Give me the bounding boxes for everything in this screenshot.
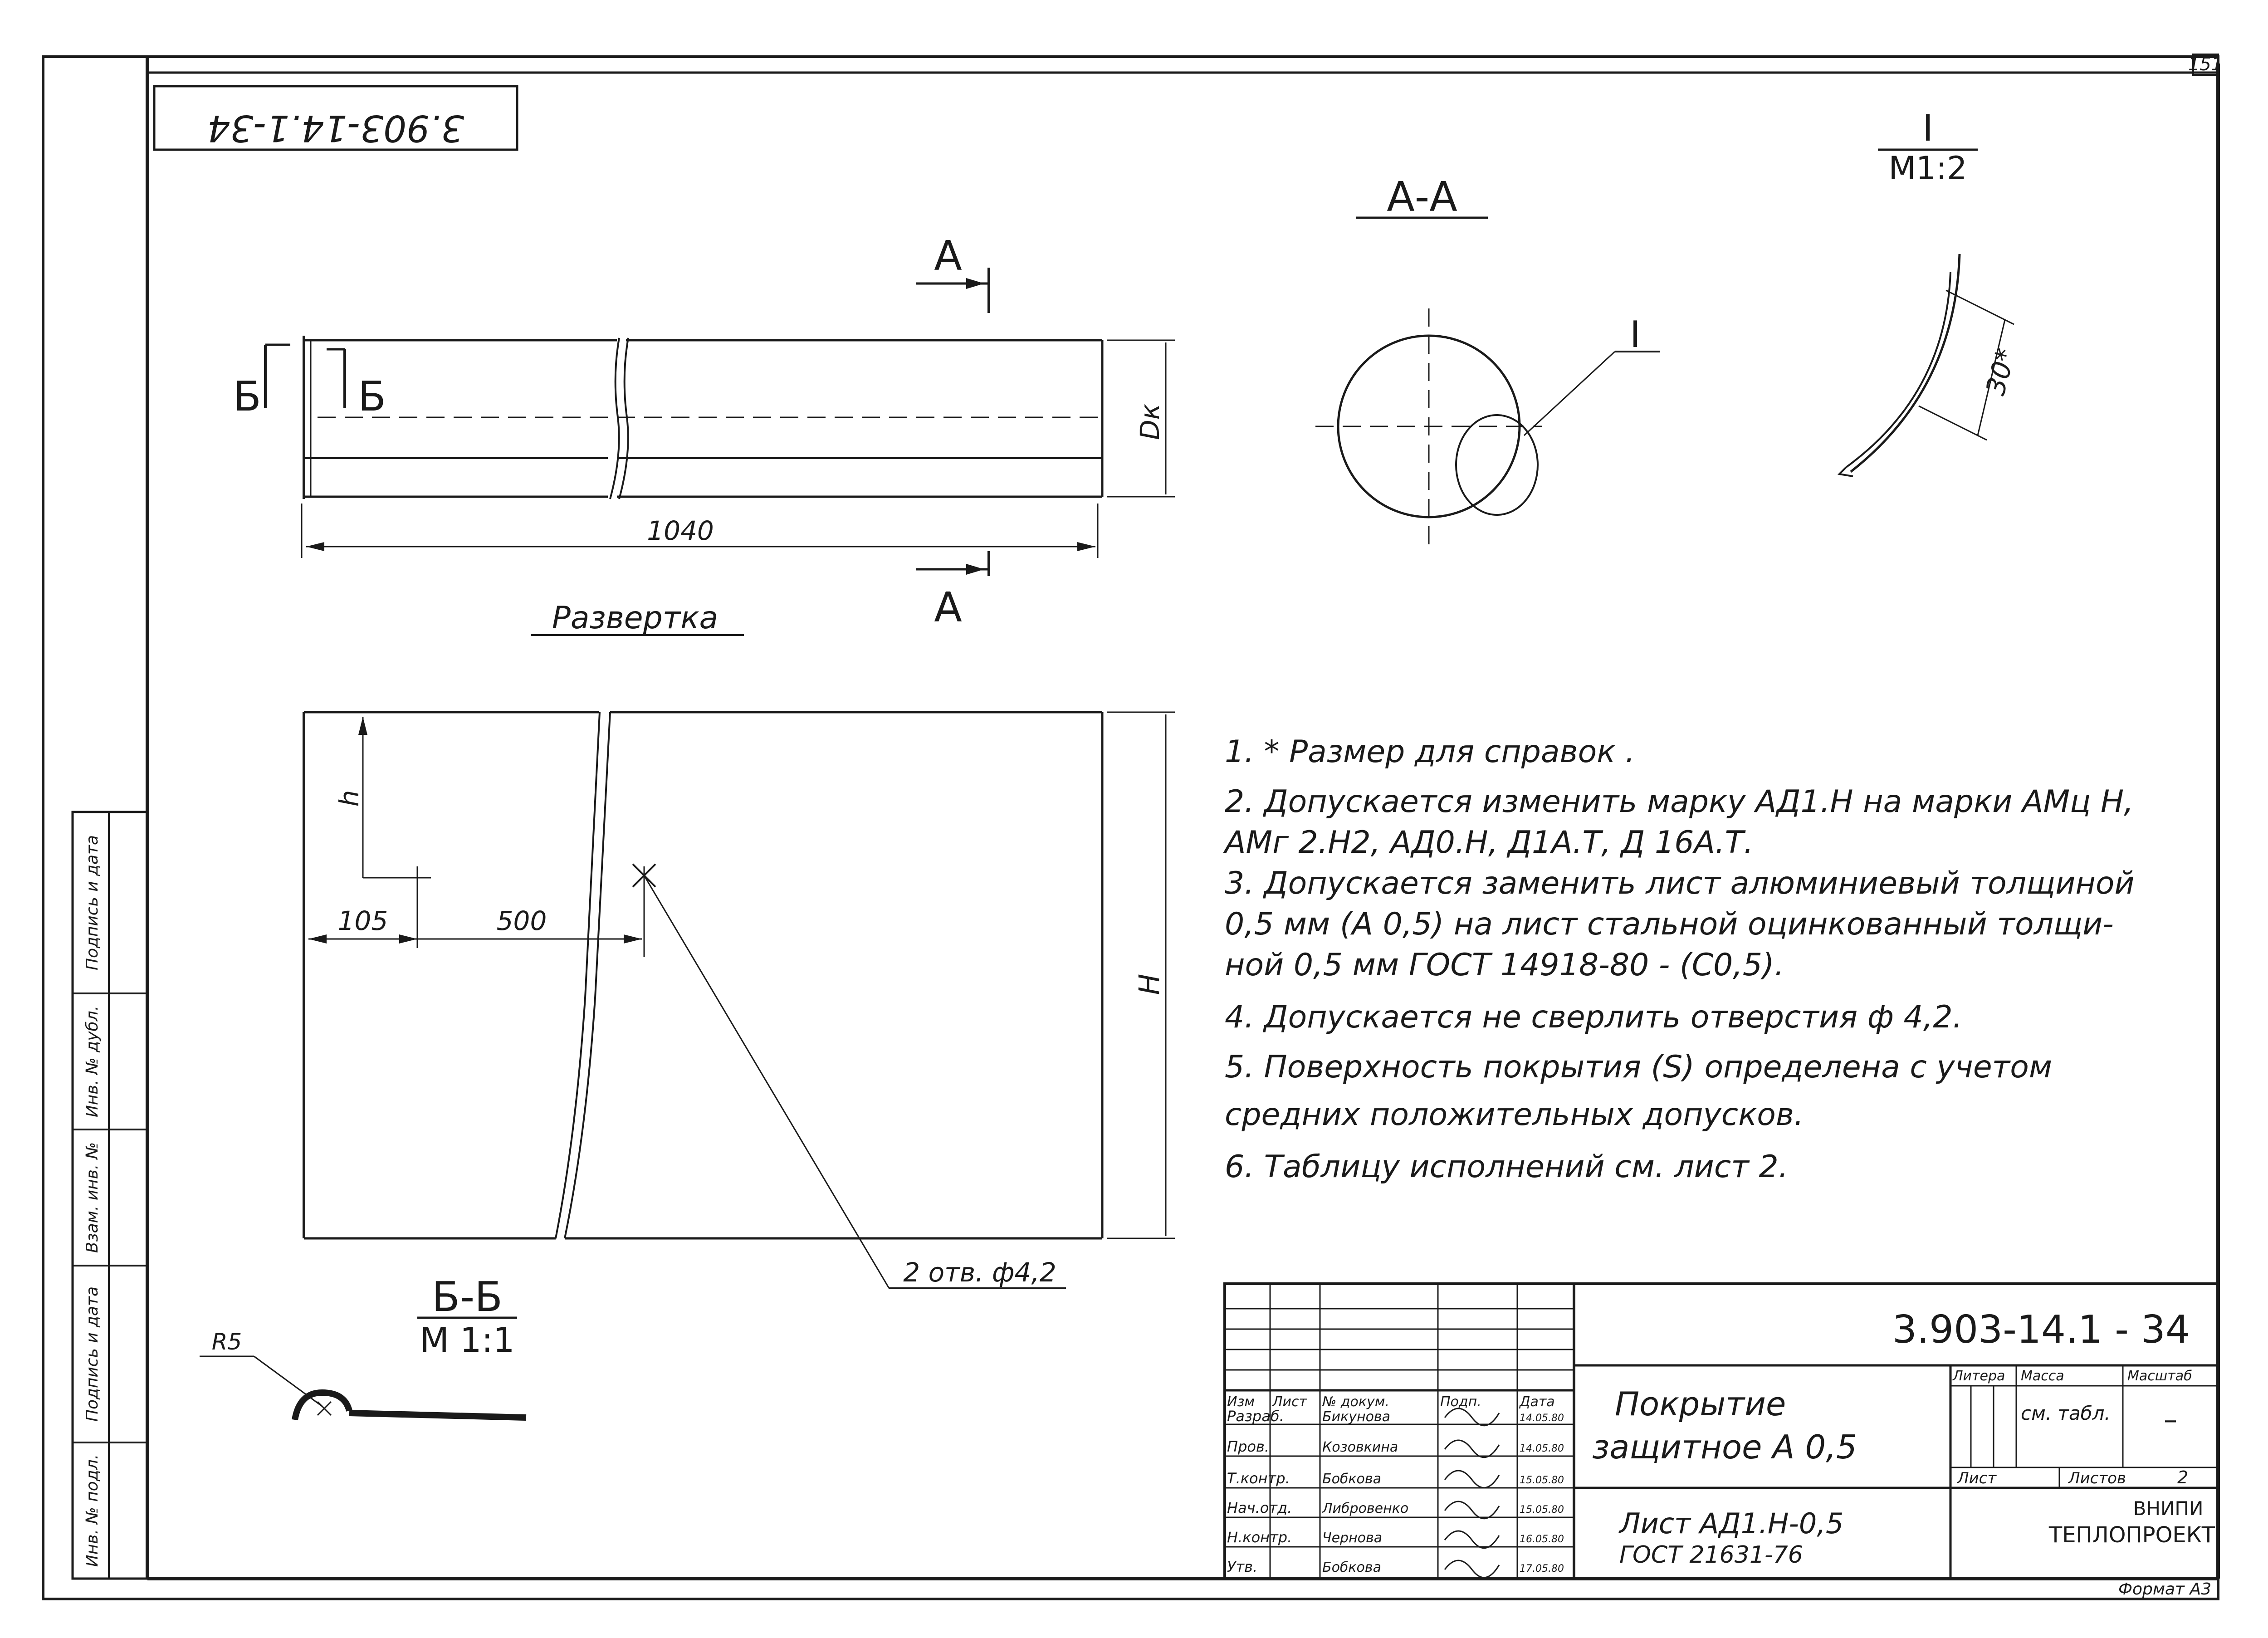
signer-name: Бобкова <box>1322 1560 1381 1575</box>
note-line: средних положительных допусков. <box>1225 1097 1804 1133</box>
col-header-sign: Подп. <box>1440 1394 1481 1410</box>
role-label: Т.контр. <box>1227 1470 1290 1487</box>
note-line: 1. * Размер для справок . <box>1225 734 1635 770</box>
note-line: 3. Допускается заменить лист алюминиевый… <box>1225 865 2135 901</box>
note-line: 5. Поверхность покрытия (S) определена с… <box>1225 1049 2052 1085</box>
dim-diameter-dk: Dк <box>1134 404 1165 440</box>
scale-label: Масштаб <box>2127 1368 2192 1384</box>
dim-h-small: h <box>334 790 365 807</box>
title-block-doc-code: 3.903-14.1 - 34 <box>1892 1307 2190 1352</box>
role-label: Н.контр. <box>1227 1529 1292 1546</box>
mass-label: Масса <box>2021 1368 2064 1384</box>
dim-H: H <box>1133 974 1166 995</box>
role-label: Разраб. <box>1227 1408 1284 1425</box>
signer-name: Козовкина <box>1322 1439 1398 1455</box>
material-line1: Лист АД1.Н-0,5 <box>1618 1507 1843 1540</box>
section-aa-view <box>1315 216 1660 544</box>
col-header-date: Дата <box>1519 1394 1555 1410</box>
left-margin-strip <box>71 811 149 1580</box>
dim-length-1040: 1040 <box>647 515 714 546</box>
sign-date: 17.05.80 <box>1520 1563 1564 1574</box>
sign-date: 15.05.80 <box>1520 1475 1564 1486</box>
signer-name: Бикунова <box>1322 1409 1390 1425</box>
section-a-bottom-label: А <box>934 584 962 631</box>
litera-label: Литера <box>1952 1368 2005 1384</box>
org-line1: ВНИПИ <box>2133 1497 2204 1520</box>
role-label: Пров. <box>1227 1438 1269 1455</box>
notes-block: 1. * Размер для справок . 2. Допускается… <box>1223 734 2135 1185</box>
margin-label-sign-date-1: Подпись и дата <box>83 1286 102 1422</box>
col-header-doc: № докум. <box>1321 1394 1389 1410</box>
unfold-caption: Развертка <box>552 600 718 636</box>
material-line2: ГОСТ 21631-76 <box>1619 1541 1803 1569</box>
note-line: 2. Допускается изменить марку АД1.Н на м… <box>1225 784 2134 820</box>
holes-label: 2 отв. ф4,2 <box>903 1257 1056 1288</box>
product-title-line2: защитное А 0,5 <box>1592 1428 1857 1466</box>
note-line: 6. Таблицу исполнений см. лист 2. <box>1225 1149 1788 1185</box>
section-b-right-label: Б <box>358 373 386 421</box>
sign-date: 14.05.80 <box>1520 1443 1564 1454</box>
doc-code-rotated: 3.903-14.1-34 <box>207 107 464 149</box>
signer-name: Либровенко <box>1322 1501 1408 1516</box>
signature-marks <box>1444 1408 1500 1579</box>
sheet-frame <box>42 54 2220 1600</box>
sign-date: 16.05.80 <box>1520 1534 1564 1545</box>
section-a-top-label: А <box>934 232 962 280</box>
section-b-left-label: Б <box>233 373 261 421</box>
margin-label-inv-podl: Инв. № подл. <box>83 1454 102 1567</box>
note-line: 4. Допускается не сверлить отверстия ф 4… <box>1225 999 1962 1035</box>
margin-label-sign-date-2: Подпись и дата <box>83 835 102 970</box>
detail-i-view <box>1837 148 2014 477</box>
signer-name: Чернова <box>1322 1530 1382 1546</box>
signature-rows: Разраб. Бикунова 14.05.80 Пров. Козовкин… <box>1227 1408 1564 1575</box>
doc-code-rotated-box: 3.903-14.1-34 <box>153 85 518 151</box>
detail-i-title: I <box>1922 107 1933 149</box>
note-line: ной 0,5 мм ГОСТ 14918-80 - (С0,5). <box>1225 947 1784 983</box>
sign-date: 14.05.80 <box>1520 1413 1564 1424</box>
section-bb-title: Б-Б <box>432 1273 503 1321</box>
section-aa-callout: I <box>1630 313 1641 356</box>
note-line: АМг 2.Н2, АД0.Н, Д1А.Т, Д 16А.Т. <box>1223 825 1754 861</box>
org-line2: ТЕПЛОПРОЕКТ <box>2048 1522 2215 1548</box>
format-label: Формат А3 <box>2118 1580 2211 1599</box>
sign-date: 15.05.80 <box>1520 1504 1564 1516</box>
dim-105: 105 <box>338 905 388 936</box>
role-label: Утв. <box>1227 1558 1257 1575</box>
section-bb-scale: М 1:1 <box>420 1320 514 1360</box>
margin-label-vzam: Взам. инв. № <box>83 1142 102 1253</box>
page-number: 151 <box>2188 54 2223 75</box>
note-line: 0,5 мм (А 0,5) на лист стальной оцинкова… <box>1225 906 2114 942</box>
product-title-line1: Покрытие <box>1615 1385 1786 1423</box>
margin-label-inv-dubl: Инв. № дубл. <box>83 1006 102 1117</box>
title-block <box>1223 1282 2219 1580</box>
scale-value: – <box>2164 1404 2177 1436</box>
mass-value: см. табл. <box>2021 1402 2111 1424</box>
sheets-value: 2 <box>2177 1467 2188 1487</box>
detail-i-dim: 30* <box>1980 345 2022 398</box>
sheet-label: Лист <box>1956 1469 1997 1487</box>
unfold-view <box>264 268 1175 636</box>
section-aa-title: А-А <box>1387 173 1457 221</box>
role-label: Нач.отд. <box>1227 1499 1292 1516</box>
col-header-izm: Изм <box>1227 1394 1255 1410</box>
signer-name: Бобкова <box>1322 1471 1381 1487</box>
dim-500: 500 <box>497 905 547 936</box>
section-bb-view <box>200 1316 527 1421</box>
col-header-list: Лист <box>1272 1394 1308 1410</box>
sheets-label: Листов <box>2068 1469 2126 1487</box>
detail-i-scale: М1:2 <box>1888 150 1967 187</box>
flat-view <box>303 711 1175 1289</box>
section-bb-radius: R5 <box>212 1329 242 1355</box>
